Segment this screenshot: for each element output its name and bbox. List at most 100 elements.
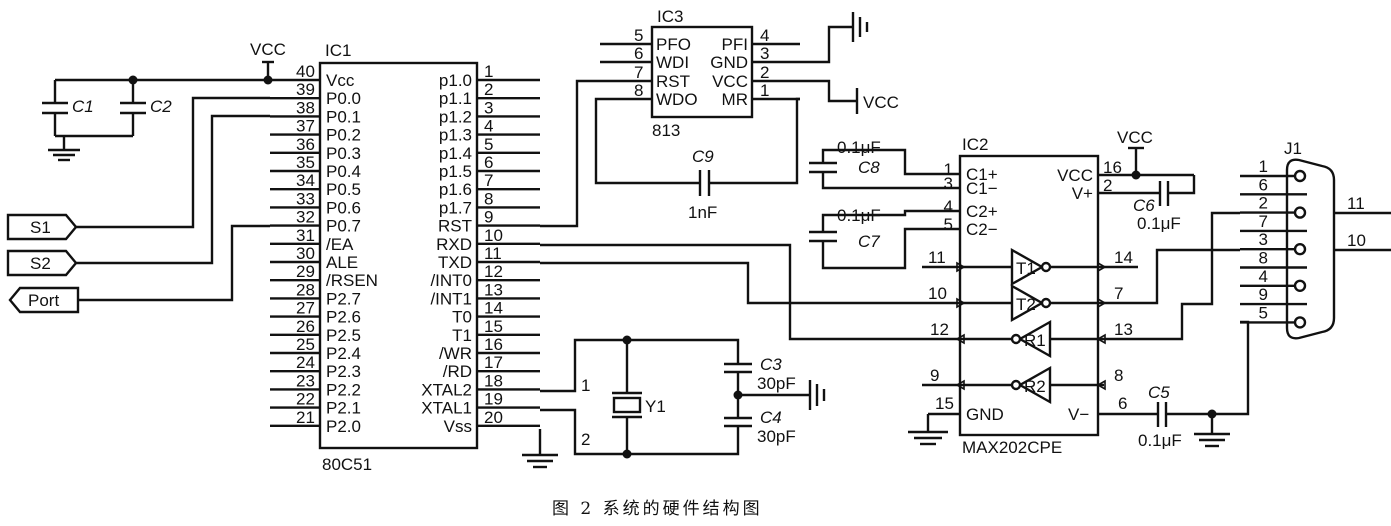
capacitor-c9: C9 1nF (594, 97, 800, 222)
ic3-pin-name: PFI (722, 35, 748, 54)
ic1-pin-name: p1.0 (439, 71, 472, 90)
ic3-pin-number: 8 (634, 81, 643, 100)
ic1-pin-name: P0.2 (326, 126, 361, 145)
ic1-pin-number: 28 (296, 280, 315, 299)
buffer-label: T1 (1016, 259, 1036, 278)
vcc-net-ic2: VCC (1098, 128, 1194, 180)
capacitor-c6: C6 0.1μF (1098, 175, 1196, 233)
ic1-pin-number: 23 (296, 371, 315, 390)
ic1-pin-name: P2.3 (326, 362, 361, 381)
ic1-pin-number: 24 (296, 353, 315, 372)
c7-label: C7 (858, 232, 880, 251)
buffer-out-pin: 14 (1114, 248, 1133, 267)
ic2-pin-name: V+ (1072, 184, 1093, 203)
j1-pin-11: 11 (1347, 194, 1365, 213)
ic1-pin-name: p1.3 (439, 126, 472, 145)
ic2-ref: IC2 (962, 135, 988, 154)
ic1-pin-name: P2.1 (326, 399, 361, 418)
ic1-pin-name: p1.2 (439, 107, 472, 126)
capacitor-c1: C1 (42, 80, 94, 136)
c6-label: C6 (1133, 196, 1155, 215)
ic1-pin-name: /WR (439, 344, 472, 363)
ic1-pin-number: 2 (484, 80, 493, 99)
ic1-pin-number: 10 (484, 226, 503, 245)
ic1-pin-number: 40 (296, 62, 315, 81)
ic1-pin-number: 30 (296, 244, 315, 263)
j1-pin-number: 5 (1259, 303, 1268, 322)
ic1-pin-name: /RSEN (326, 271, 378, 290)
svg-text:Port: Port (28, 291, 59, 310)
buffer-in-pin: 8 (1114, 366, 1123, 385)
ic2-pin-name: VCC (1057, 166, 1093, 185)
j1-pin-number: 7 (1259, 212, 1268, 231)
port-s1: S1 (6, 96, 270, 241)
ic3-pin-name: WDO (656, 90, 698, 109)
ic1-pin-number: 33 (296, 189, 315, 208)
buffer-out-pin: 9 (930, 366, 939, 385)
c5-label: C5 (1148, 383, 1170, 402)
ic1-ref: IC1 (325, 41, 351, 60)
c3-label: C3 (760, 355, 782, 374)
ic1-pin-number: 3 (484, 98, 493, 117)
ic1-pin-number: 8 (484, 189, 493, 208)
c4-label: C4 (760, 408, 782, 427)
capacitor-c5: C5 0.1μF (1138, 383, 1217, 450)
ic1-pin-name: P0.6 (326, 198, 361, 217)
j1-pin-10: 10 (1347, 231, 1366, 250)
j1-pin-number: 4 (1259, 267, 1268, 286)
c9-label: C9 (692, 147, 714, 166)
capacitor-c4: C4 30pF (627, 408, 796, 456)
ic2-vminus-num: 6 (1118, 394, 1127, 413)
svg-text:VCC: VCC (863, 93, 899, 112)
ic1-pin-number: 7 (484, 171, 493, 190)
j1-pin-number: 2 (1259, 194, 1268, 213)
svg-text:S1: S1 (30, 218, 51, 237)
ic1-pin-name: p1.5 (439, 162, 472, 181)
ic1-pin-number: 34 (296, 171, 315, 190)
ic1-pin-number: 19 (484, 390, 503, 409)
j1-pin-contact (1293, 316, 1307, 329)
serial-nets (540, 243, 922, 341)
ic1-pin-number: 29 (296, 262, 315, 281)
ic1-pin-name: RXD (436, 235, 472, 254)
ic1-pin-name: ALE (326, 253, 358, 272)
ic2-vminus-name: V− (1068, 405, 1089, 424)
ic1-pin-number: 21 (296, 408, 315, 427)
j1-pin-number: 8 (1259, 249, 1268, 268)
rst-net (540, 79, 600, 228)
port-port: Port (8, 224, 270, 314)
ic3-ref: IC3 (657, 7, 683, 26)
ic1-pin-number: 14 (484, 299, 503, 318)
y1-pin2: 2 (581, 430, 590, 449)
j1-ref: J1 (1284, 139, 1302, 158)
ic1-pin-number: 1 (484, 62, 493, 81)
j1-pin-contact (1293, 242, 1307, 256)
ic1-pin-name: p1.1 (439, 89, 472, 108)
ic1-pin-number: 12 (484, 262, 503, 281)
y1-pin1: 1 (581, 376, 590, 395)
ic3-pin-number: 1 (760, 81, 769, 100)
ic1-pin-number: 20 (484, 408, 503, 427)
vcc-net-ic3: VCC (800, 79, 899, 114)
ic1-body (318, 61, 479, 450)
ic2-pin-name: C1+ (966, 165, 998, 184)
c1-label: C1 (72, 97, 94, 116)
buffer-label: T2 (1016, 295, 1036, 314)
ic1-pin-number: 31 (296, 226, 315, 245)
ic1-pin-number: 11 (484, 244, 502, 263)
ic1-pin-name: T0 (452, 308, 472, 327)
ic1-pin-number: 38 (296, 98, 315, 117)
ic1-pin-number: 35 (296, 153, 315, 172)
capacitor-c3: C3 30pF (627, 338, 796, 418)
ic1-part: 80C51 (322, 455, 372, 474)
